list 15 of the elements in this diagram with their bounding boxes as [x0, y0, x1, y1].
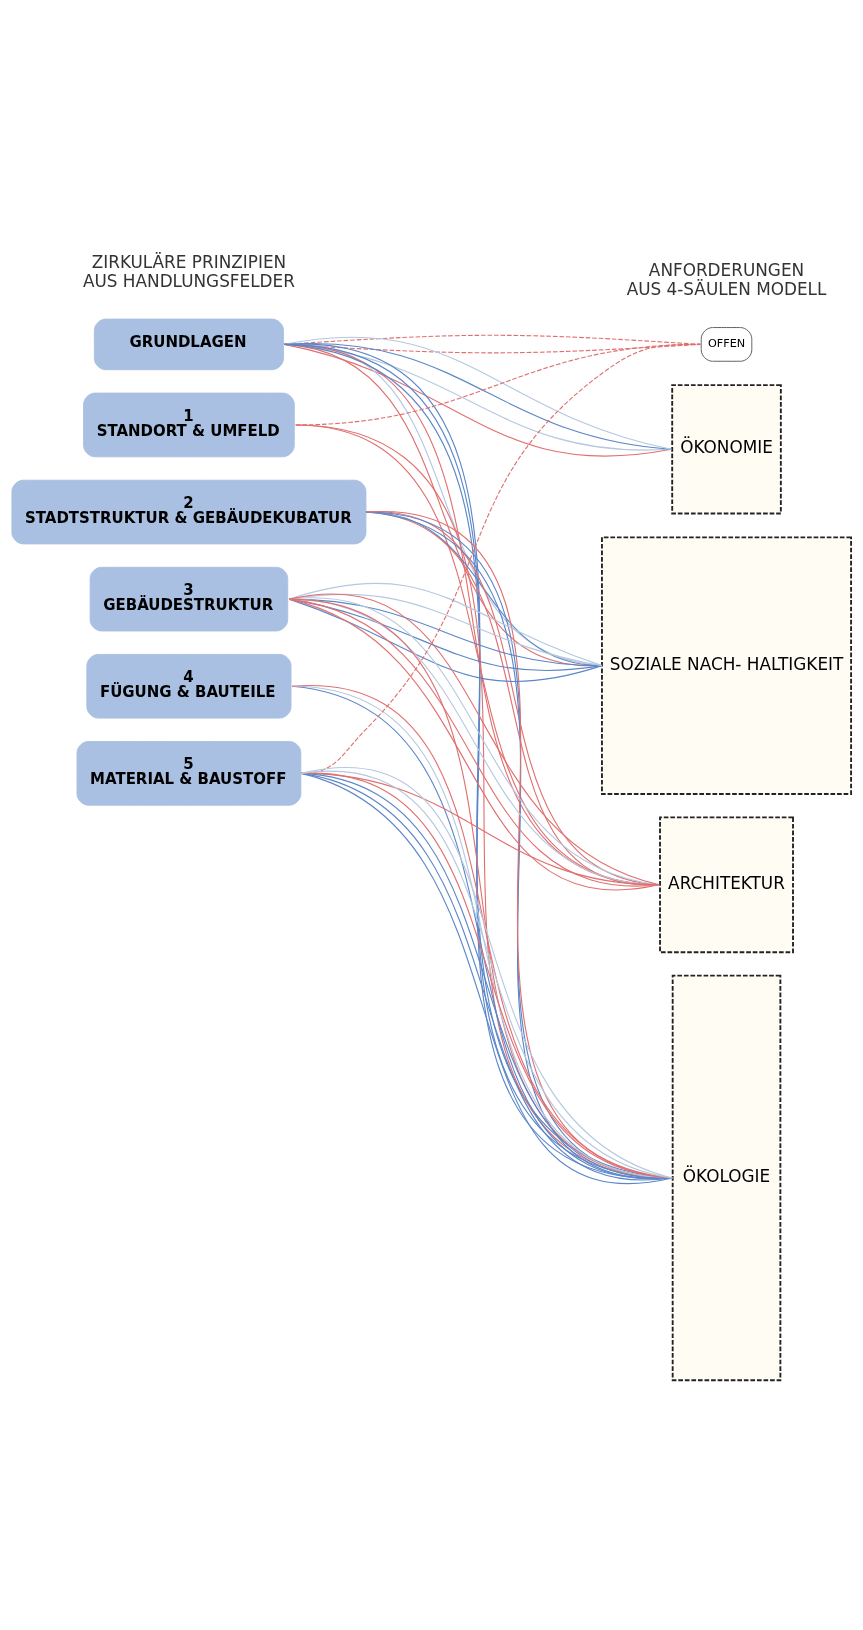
node-box: 5 MATERIAL & BAUSTOFF [76, 740, 302, 806]
node-box: GRUNDLAGEN [93, 318, 284, 370]
node-box: 4 FÜGUNG & BAUTEILE [86, 653, 292, 719]
node-box: ARCHITEKTUR [659, 815, 794, 953]
label: ANFORDERUNGEN AUS 4-SÄULEN MODELL [626, 259, 827, 299]
label: ZIRKULÄRE PRINZIPIEN AUS HANDLUNGSFELDER [82, 251, 295, 291]
node-box: OFFEN [700, 326, 753, 362]
node-box: SOZIALE NACH- HALTIGKEIT [601, 535, 852, 795]
node-box: 3 GEBÄUDESTRUKTUR [89, 566, 289, 631]
connector [288, 598, 673, 1178]
node-box: ÖKOLOGIE [671, 974, 782, 1381]
connector [291, 685, 673, 1178]
node-box: ÖKONOMIE [671, 383, 782, 514]
node-box: 1 STANDORT & UMFELD [83, 392, 295, 457]
node-box: 2 STADTSTRUKTUR & GEBÄUDEKUBATUR [11, 479, 367, 544]
